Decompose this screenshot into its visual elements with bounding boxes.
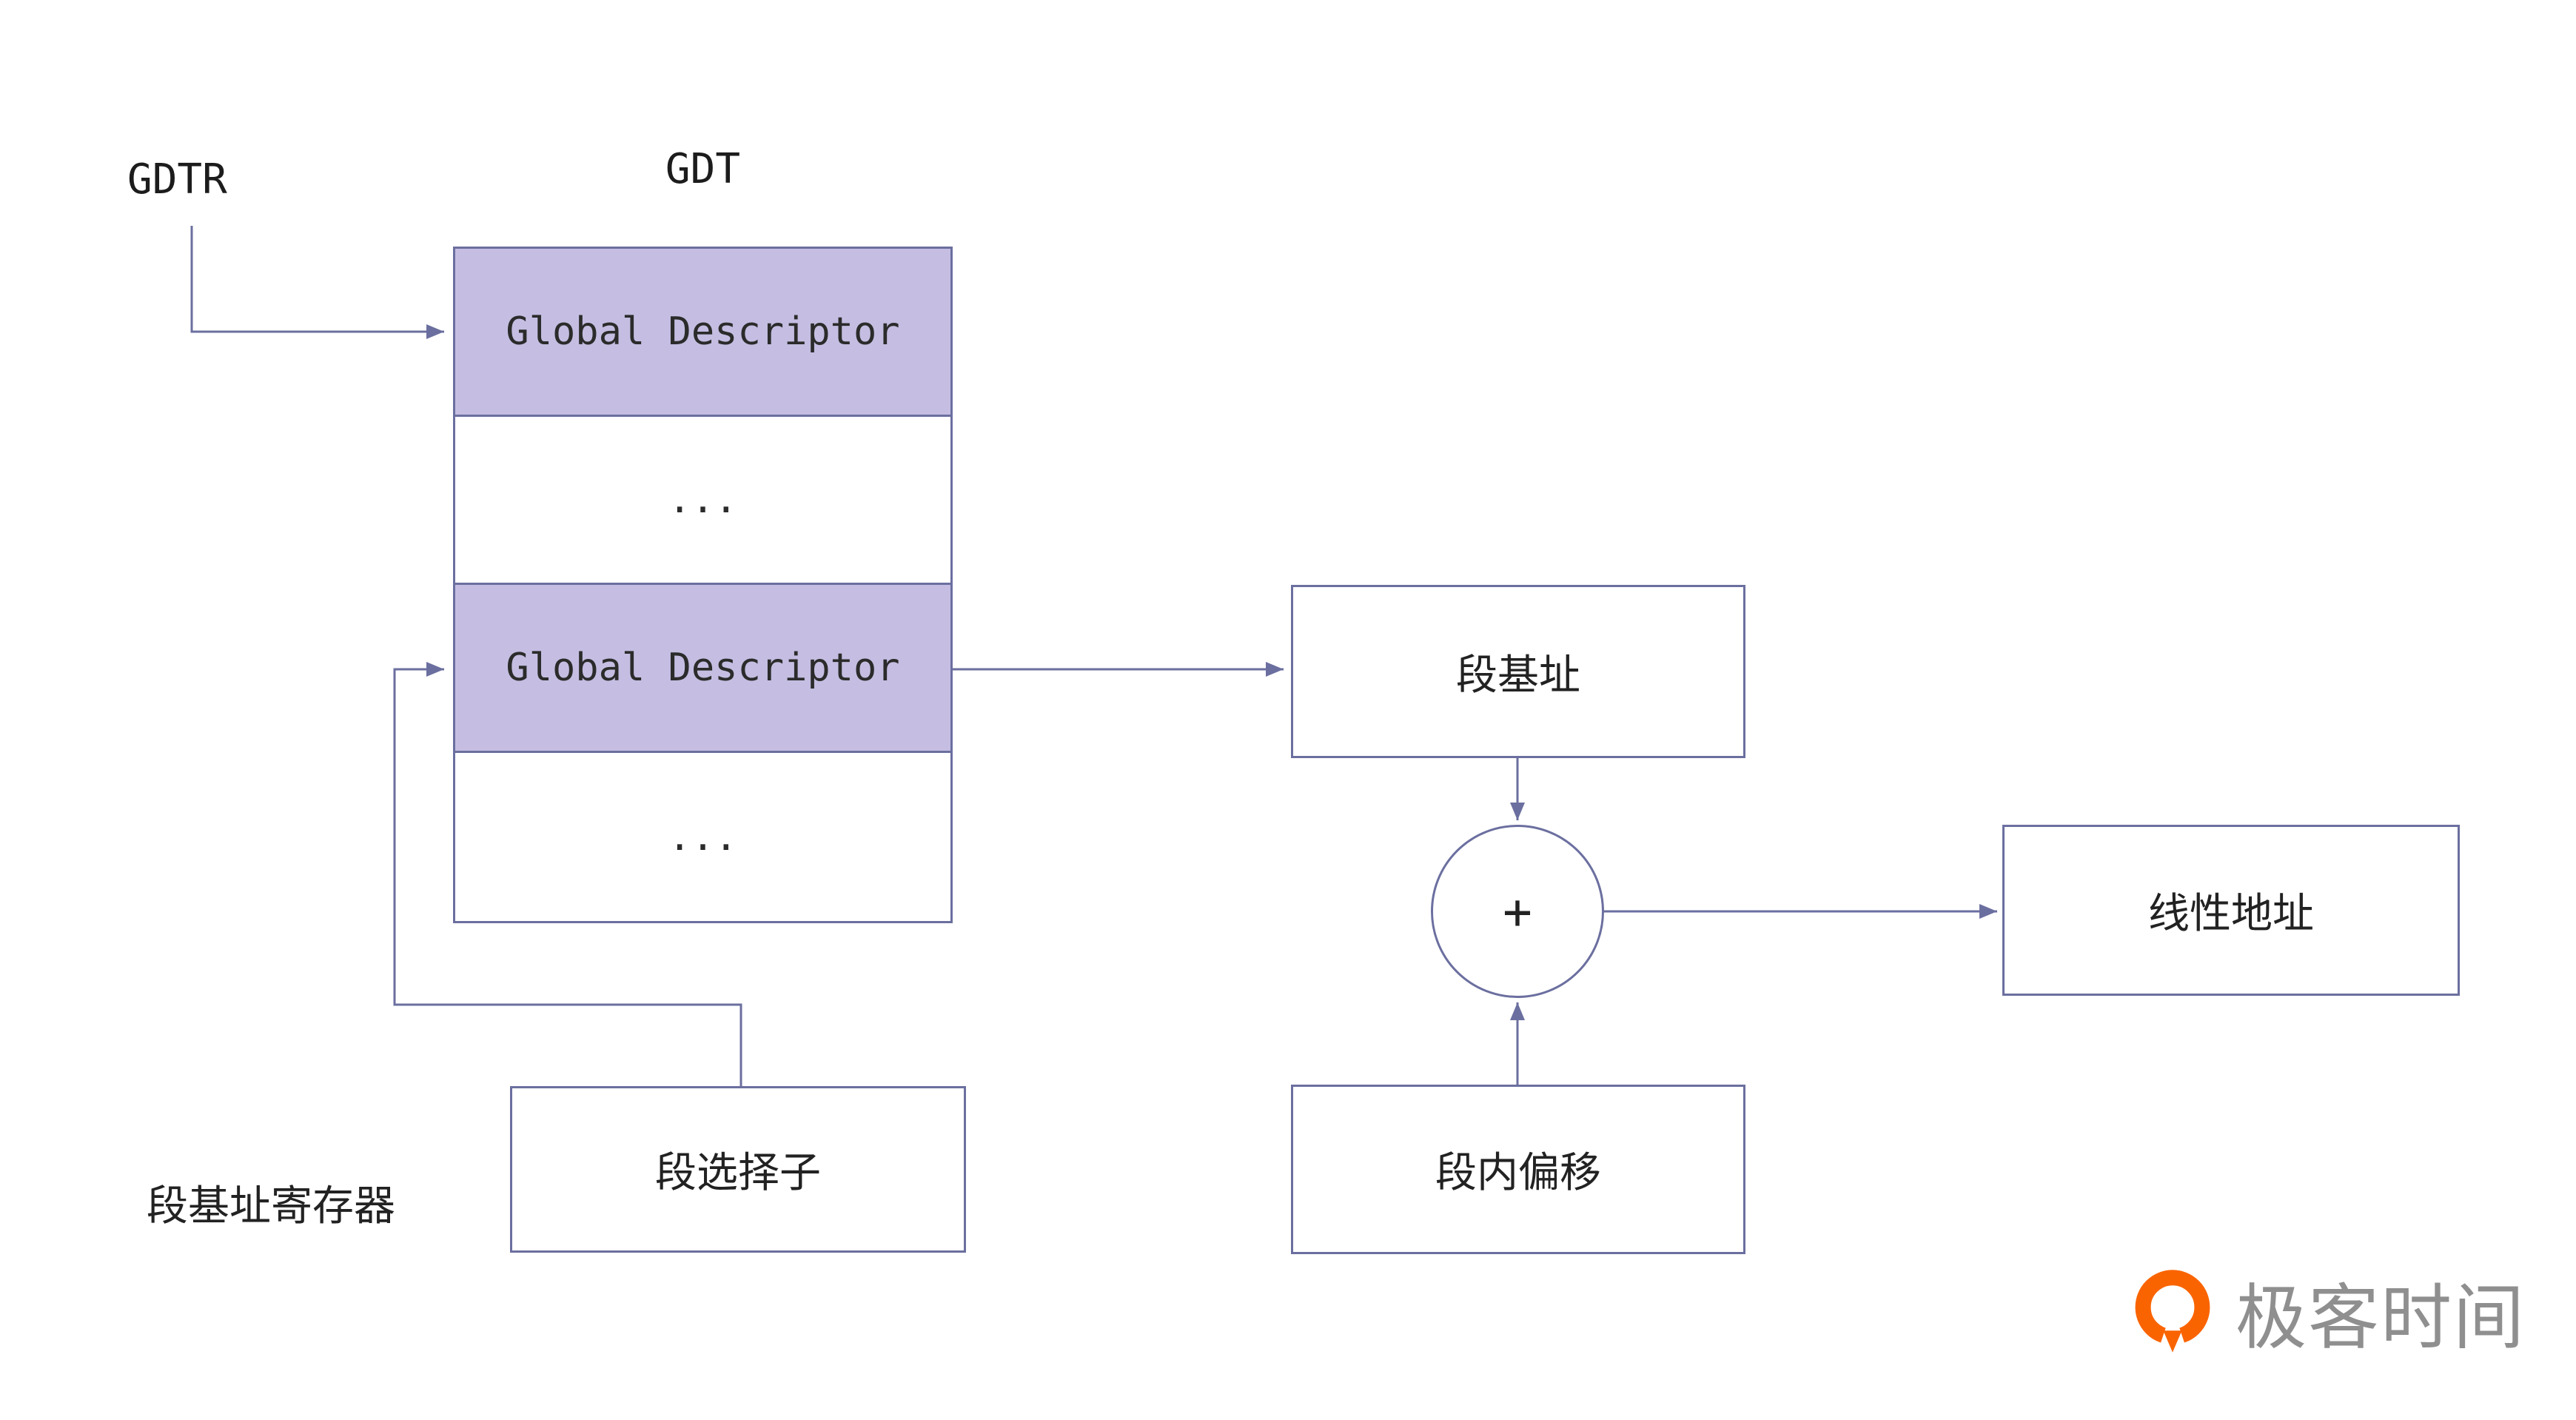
geektime-logo-text: 极客时间 [2235, 1276, 2526, 1359]
gdt-row-ellipsis-1: ... [455, 417, 950, 585]
segment-selector-box: 段选择子 [510, 1086, 966, 1253]
gdtr-label: GDTR [127, 155, 227, 204]
gdt-table: Global Descriptor ... Global Descriptor … [453, 247, 953, 923]
geektime-logo: 极客时间 [2126, 1260, 2526, 1363]
segment-base-box: 段基址 [1291, 585, 1745, 758]
gdt-title: GDT [665, 145, 741, 193]
adder-circle: + [1431, 825, 1604, 998]
gdt-row-descriptor-2: Global Descriptor [455, 585, 950, 753]
gdt-row-descriptor-1: Global Descriptor [455, 249, 950, 417]
segment-offset-box: 段内偏移 [1291, 1085, 1745, 1254]
geektime-logo-icon [2135, 1269, 2210, 1353]
gdtr-arrow [190, 226, 444, 339]
linear-address-box: 线性地址 [2002, 825, 2460, 996]
gdt-row-ellipsis-2: ... [668, 814, 738, 860]
segment-base-register-label: 段基址寄存器 [147, 1182, 395, 1230]
